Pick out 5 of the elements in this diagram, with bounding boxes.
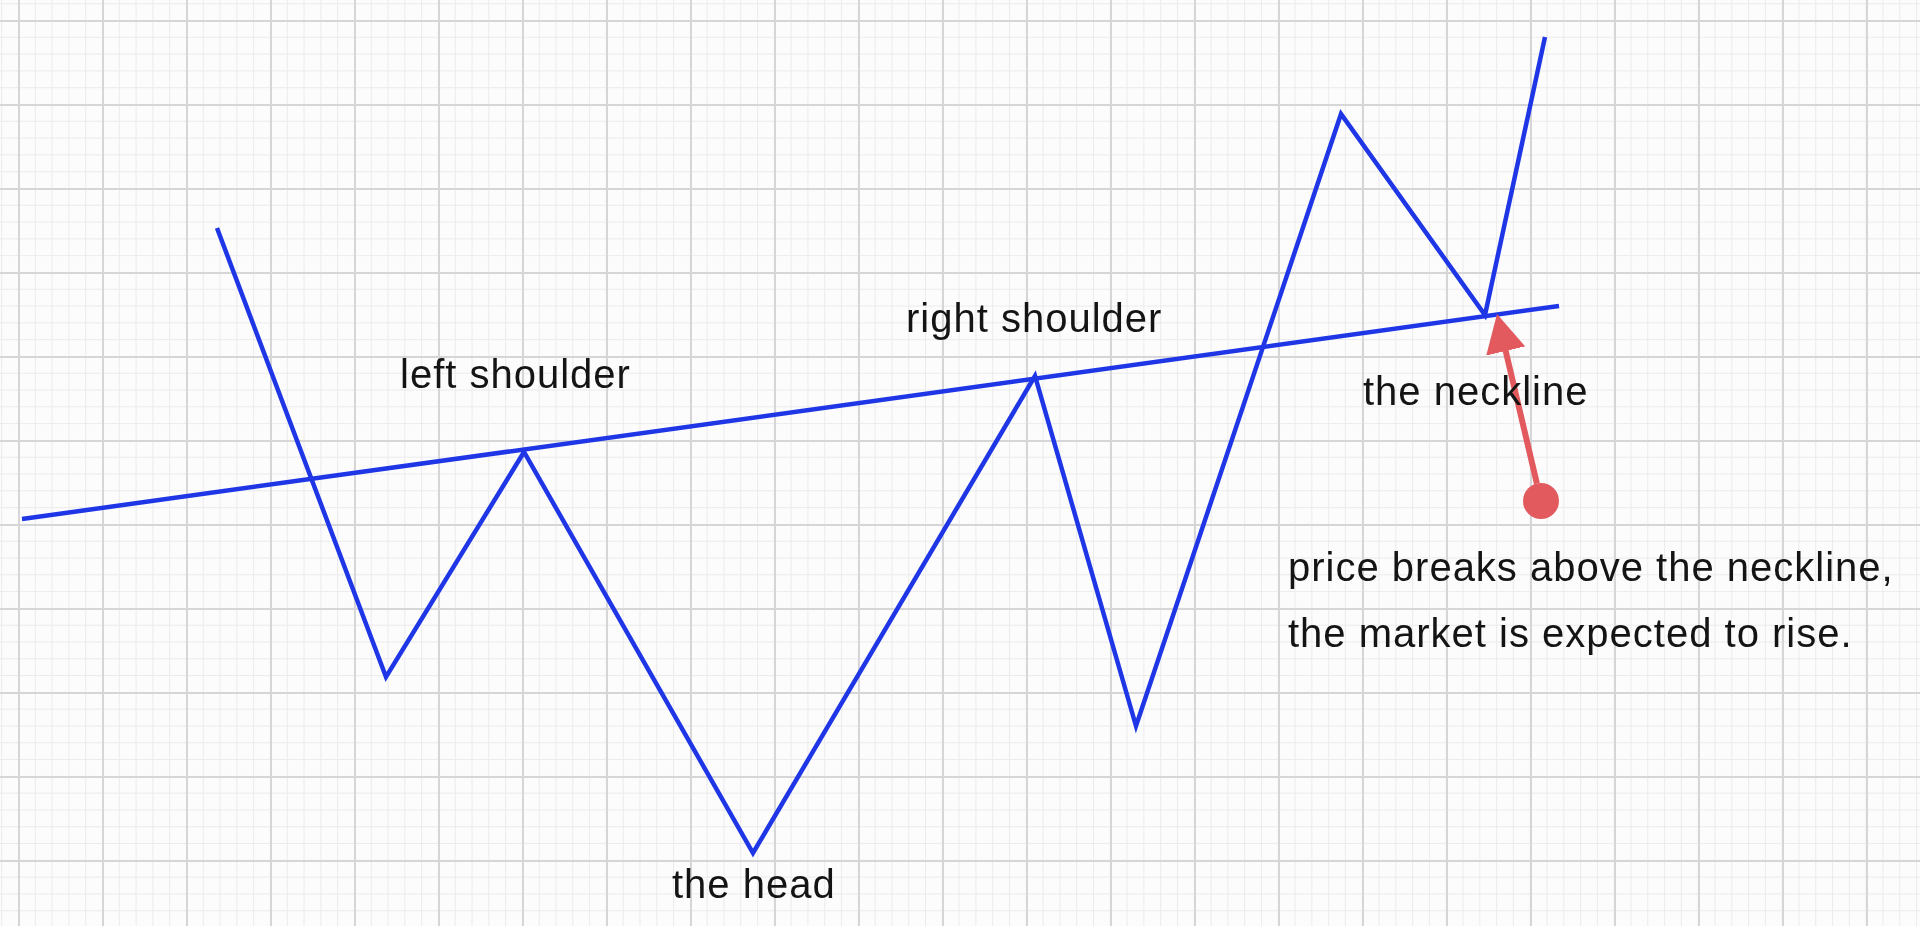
annotation-text: price breaks above the neckline, the market is expected to rise. (1288, 544, 1895, 657)
pattern-label: right shoulder (906, 295, 1163, 342)
pattern-label: the head (672, 861, 836, 908)
pattern-label: left shoulder (400, 351, 631, 398)
arrow (1486, 313, 1540, 485)
